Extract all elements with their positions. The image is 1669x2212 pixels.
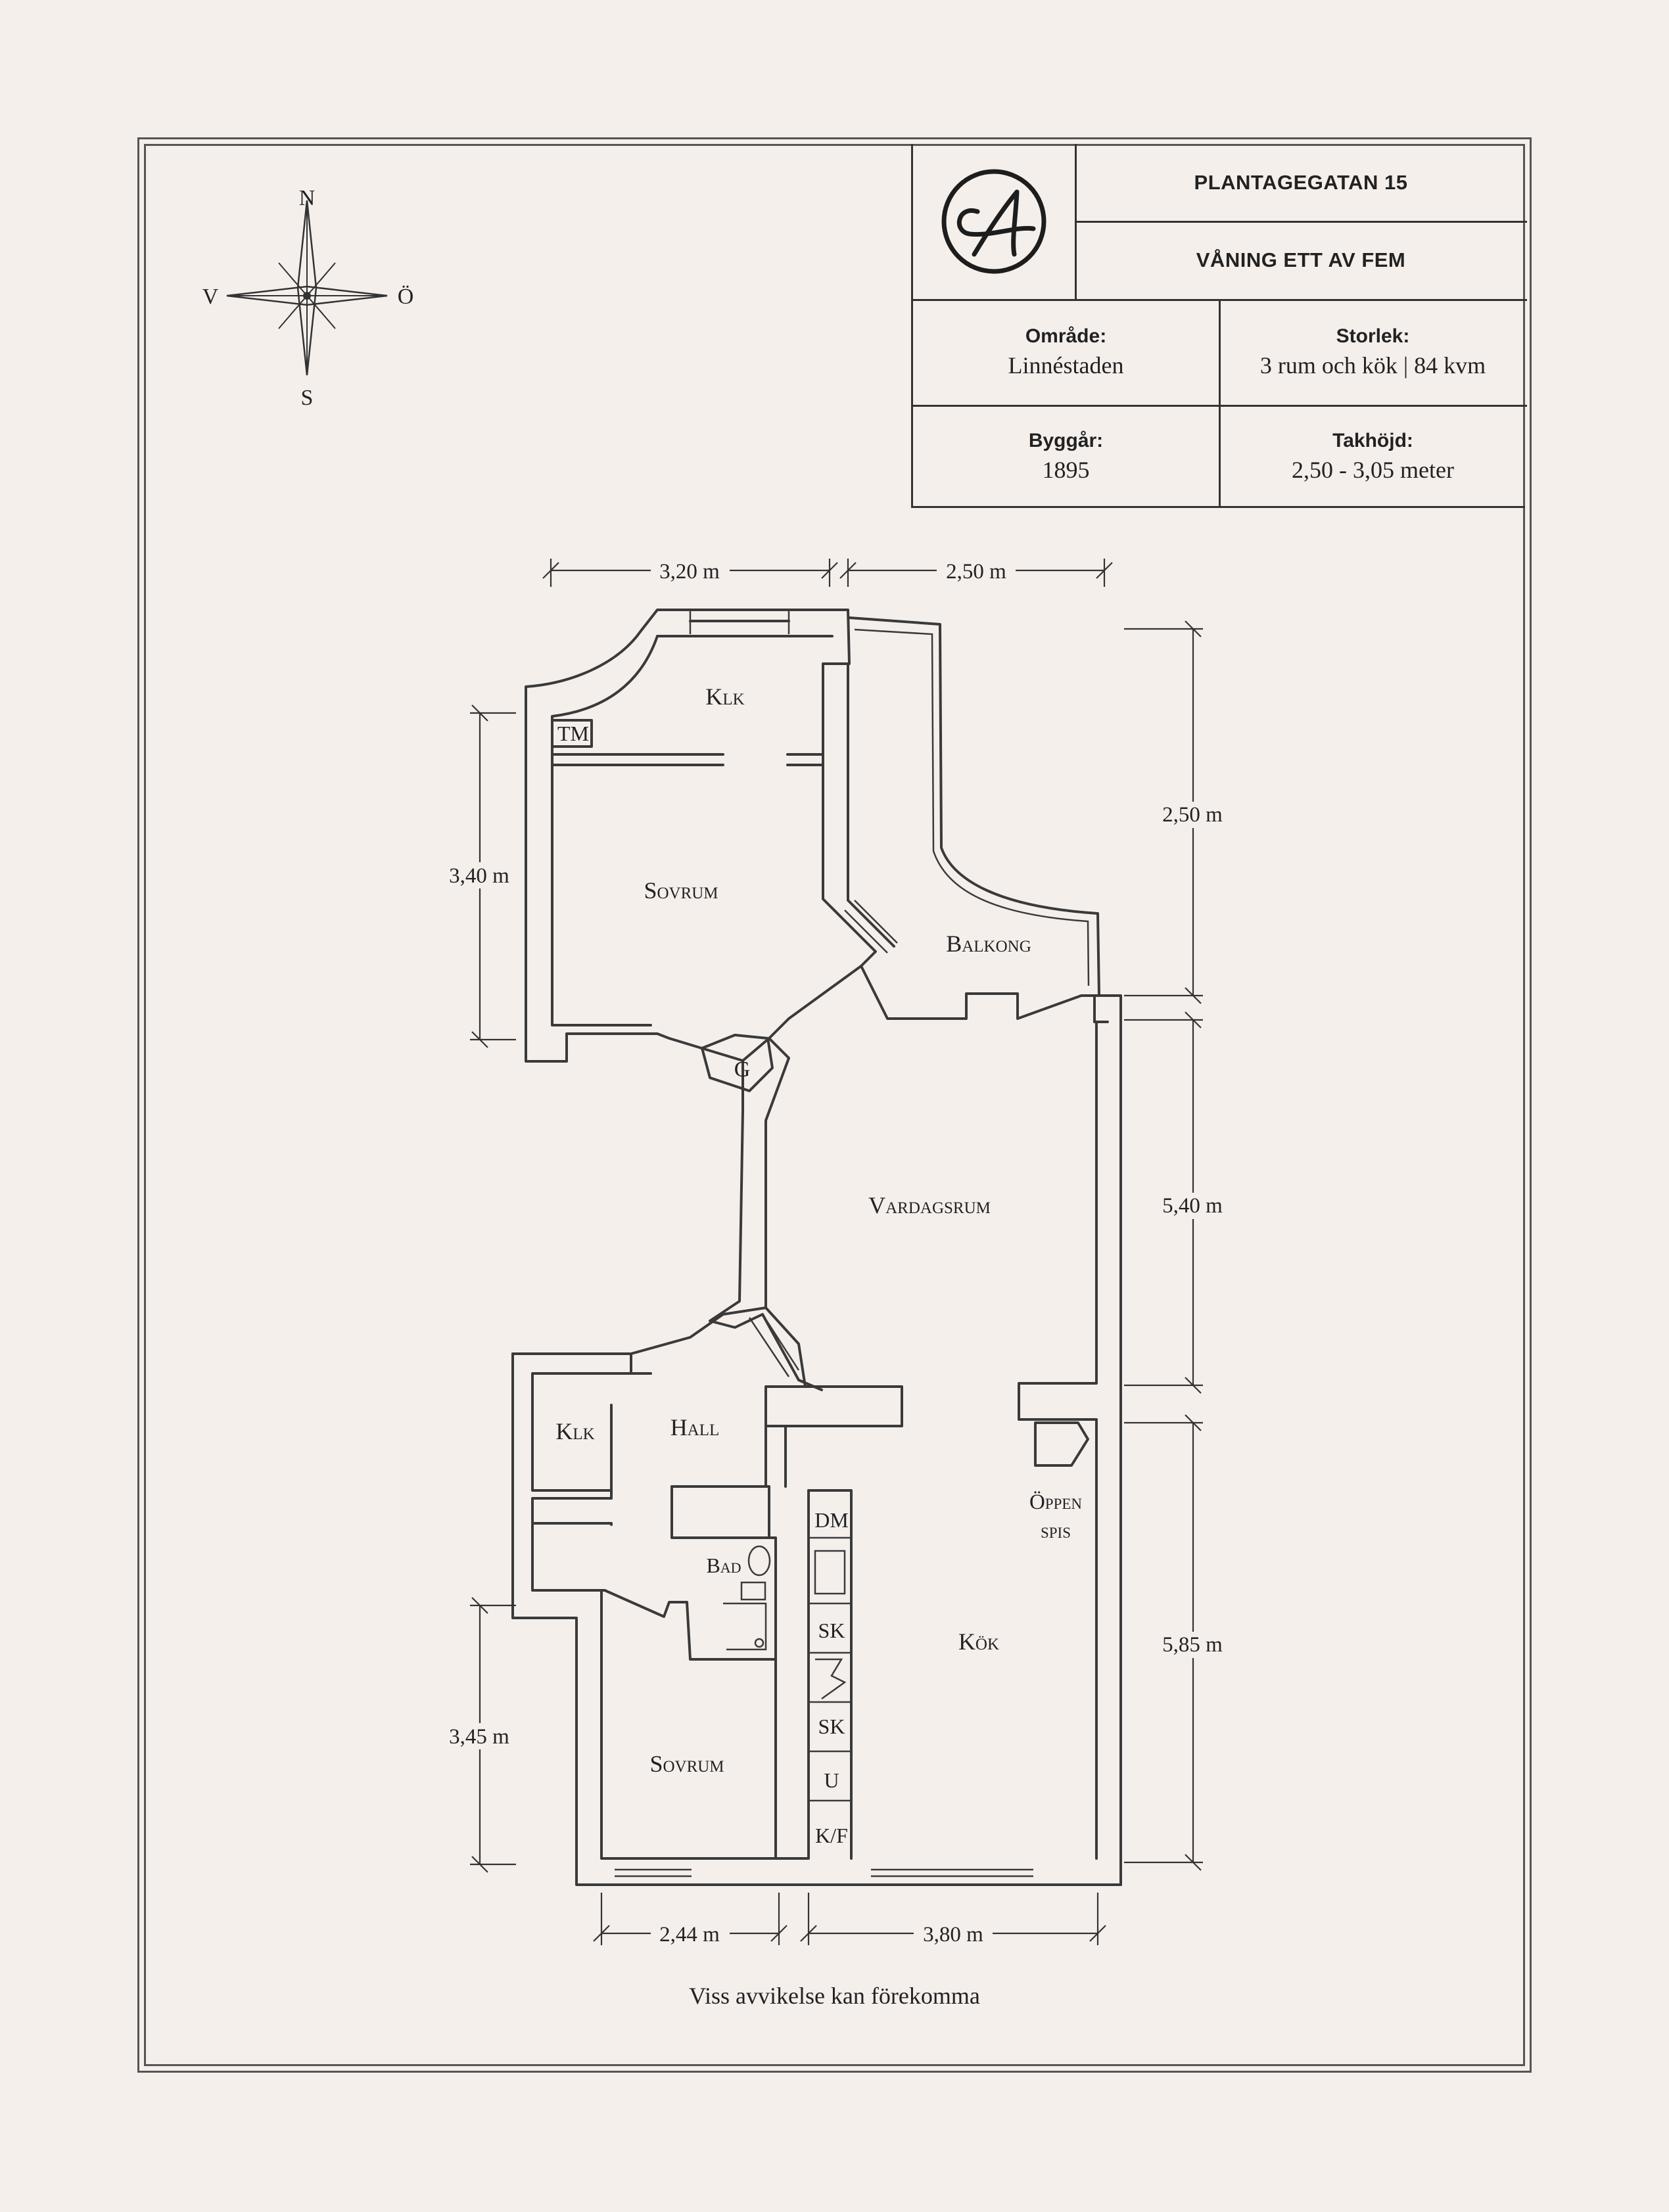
area-cell: Område: Linnéstaden — [913, 299, 1219, 405]
dim-bottom-right: 3,80 m — [923, 1923, 983, 1947]
room-sovrum-top: Sovrum — [644, 877, 718, 904]
dim-top-left: 3,20 m — [659, 560, 720, 584]
dim-left-upper: 3,40 m — [449, 864, 509, 888]
size-cell: Storlek: 3 rum och kök | 84 kvm — [1219, 299, 1527, 405]
brand-logo — [913, 144, 1075, 299]
compass-east: Ö — [398, 285, 414, 309]
dim-right-2: 5,40 m — [1162, 1194, 1223, 1218]
dim-bottom-left: 2,44 m — [659, 1923, 720, 1947]
room-balkong: Balkong — [946, 931, 1031, 957]
size-label: Storlek: — [1336, 325, 1410, 347]
room-hall: Hall — [670, 1414, 720, 1440]
room-kok: Kök — [958, 1628, 999, 1655]
room-u: U — [824, 1768, 839, 1792]
logo-icon — [941, 169, 1046, 274]
compass-south: S — [301, 386, 314, 410]
compass-west: V — [202, 285, 219, 309]
height-value: 2,50 - 3,05 meter — [1292, 456, 1454, 483]
inner-frame — [144, 144, 1525, 2066]
area-label: Område: — [1025, 325, 1107, 347]
room-klk-bottom: Klk — [555, 1418, 594, 1444]
room-sk1: SK — [818, 1619, 845, 1642]
dim-right-1: 2,50 m — [1162, 803, 1223, 827]
address-heading: PLANTAGEGATAN 15 — [1194, 170, 1408, 194]
room-klk-top: Klk — [705, 683, 744, 710]
height-cell: Takhöjd: 2,50 - 3,05 meter — [1219, 405, 1527, 508]
compass-icon — [226, 200, 388, 376]
dim-left-lower: 3,45 m — [449, 1725, 509, 1749]
room-kf: K/F — [815, 1824, 848, 1847]
year-label: Byggår: — [1028, 429, 1104, 451]
walls — [511, 609, 1122, 1886]
size-value: 3 rum och kök | 84 kvm — [1259, 352, 1486, 379]
compass-north: N — [299, 186, 316, 210]
room-g: G — [734, 1057, 751, 1082]
year-cell: Byggår: 1895 — [913, 405, 1219, 508]
area-value: Linnéstaden — [1008, 352, 1124, 379]
room-bad: Bad — [706, 1554, 741, 1577]
disclaimer-text: Viss avvikelse kan förekomma — [689, 1983, 980, 2009]
room-tm: TM — [557, 722, 589, 745]
room-spis: spis — [1041, 1519, 1071, 1543]
room-sovrum-bottom: Sovrum — [649, 1751, 724, 1777]
room-oppen: Öppen — [1029, 1490, 1082, 1514]
room-sk2: SK — [818, 1715, 845, 1738]
height-label: Takhöjd: — [1332, 429, 1413, 451]
dim-top-right: 2,50 m — [946, 560, 1006, 584]
floor-heading: VÅNING ETT AV FEM — [1196, 248, 1406, 271]
dim-right-3: 5,85 m — [1162, 1633, 1223, 1657]
room-dm: DM — [814, 1508, 849, 1532]
year-value: 1895 — [1042, 456, 1090, 483]
room-vardagsrum: Vardagsrum — [868, 1192, 991, 1218]
title-block: PLANTAGEGATAN 15 VÅNING ETT AV FEM Områd… — [911, 144, 1527, 508]
outer-frame — [137, 137, 1532, 2073]
